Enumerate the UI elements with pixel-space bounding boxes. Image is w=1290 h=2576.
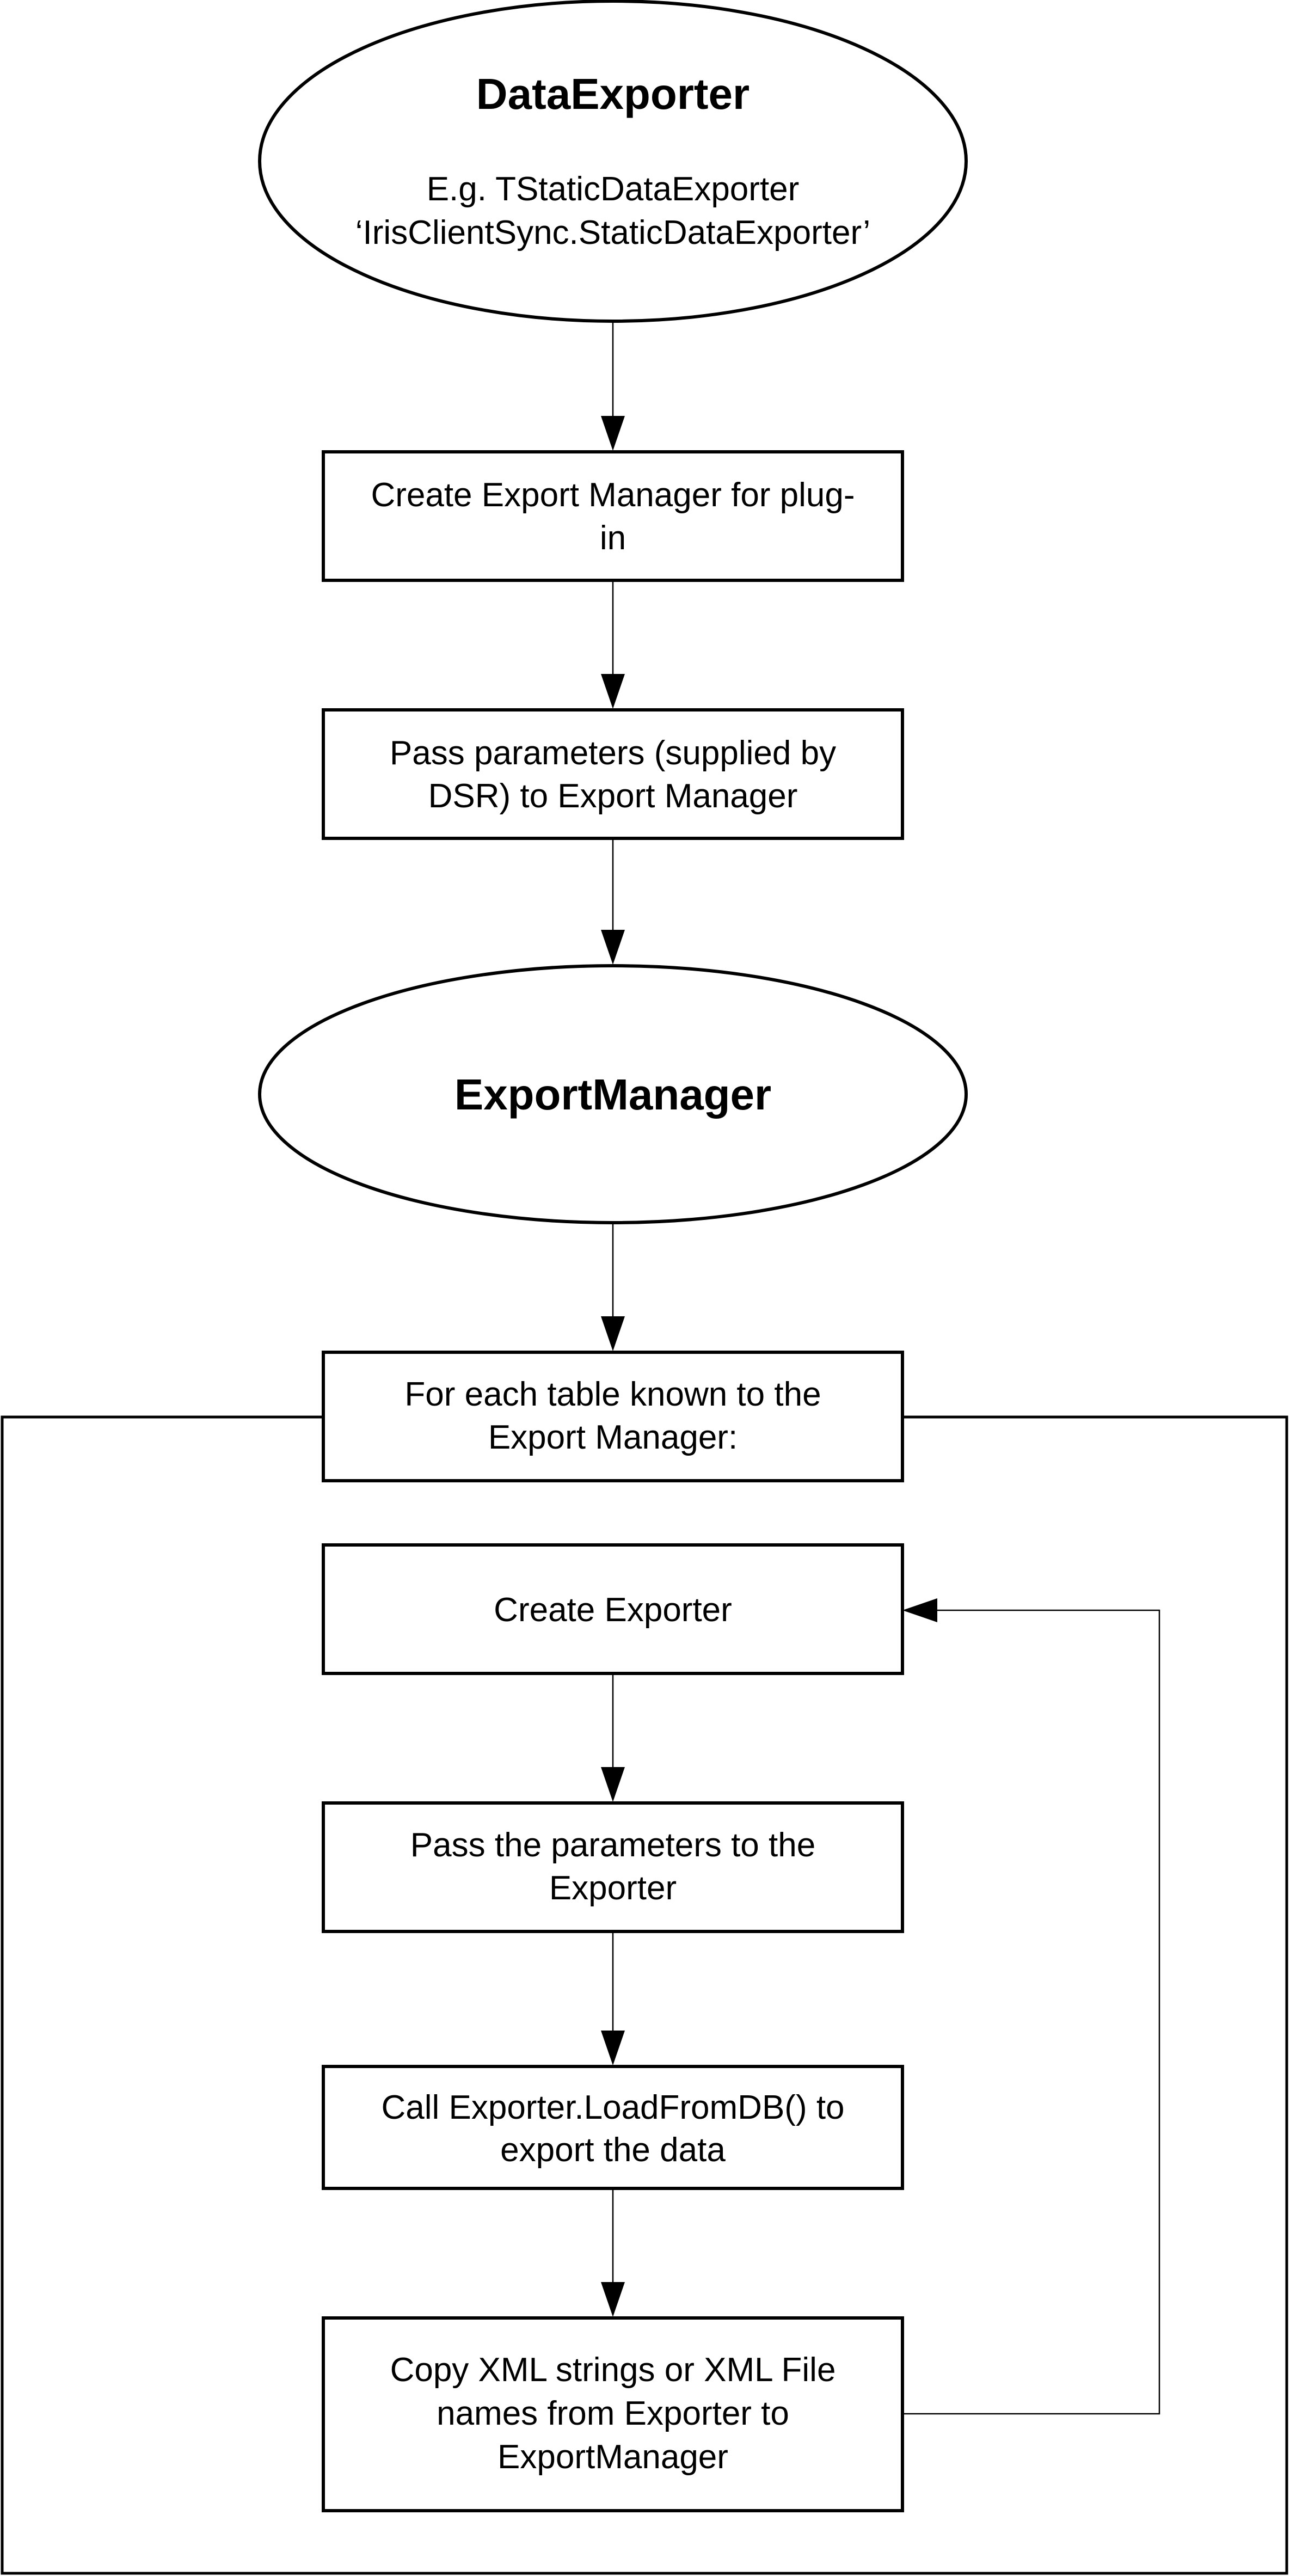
- ellipse-shape: [258, 964, 968, 1224]
- node-text-line: Create Export Manager for plug-: [371, 476, 855, 514]
- node-data-exporter: DataExporter E.g. TStaticDataExporter ‘I…: [258, 0, 968, 323]
- edge-copy-xml-loop-back-to-create-exporter: [902, 1598, 1160, 2415]
- process-box: [322, 1351, 904, 1482]
- node-text-line: in: [600, 519, 626, 557]
- node-create-export-manager: Create Export Manager for plug- in: [322, 450, 904, 582]
- node-text-line: DSR) to Export Manager: [428, 777, 798, 815]
- node-text-line: ExportManager: [497, 2438, 728, 2476]
- node-text-line: Exporter: [549, 1869, 677, 1907]
- edge-call-load-to-copy-xml: [601, 2188, 625, 2317]
- process-box: [322, 2316, 904, 2512]
- node-call-load-from-db: Call Exporter.LoadFromDB() to export the…: [322, 2065, 904, 2190]
- ellipse-shape: [258, 0, 968, 323]
- node-copy-xml: Copy XML strings or XML File names from …: [322, 2316, 904, 2512]
- arrowhead: [902, 1598, 937, 1622]
- node-text-line: Pass the parameters to the: [410, 1826, 815, 1864]
- arrowhead: [601, 930, 625, 965]
- process-box: [322, 708, 904, 840]
- node-text-line: Pass parameters (supplied by: [390, 734, 836, 772]
- edge-pass-parameters-to-export-manager: [601, 838, 625, 965]
- process-box: [322, 1543, 904, 1675]
- node-for-each-table: For each table known to the Export Manag…: [322, 1351, 904, 1482]
- node-text-line: Export Manager:: [488, 1419, 738, 1456]
- process-box: [322, 1801, 904, 1933]
- node-text-line: ‘IrisClientSync.StaticDataExporter’: [355, 214, 870, 252]
- node-text-line: Call Exporter.LoadFromDB() to: [381, 2089, 844, 2126]
- node-pass-parameters-exporter: Pass the parameters to the Exporter: [322, 1801, 904, 1933]
- node-text-line: Create Exporter: [494, 1591, 732, 1629]
- node-text-line: For each table known to the: [404, 1376, 821, 1413]
- arrowhead: [601, 1767, 625, 1802]
- edge-data-exporter-to-create-export-manager: [601, 322, 625, 451]
- node-pass-parameters: Pass parameters (supplied by DSR) to Exp…: [322, 708, 904, 840]
- process-box: [322, 2065, 904, 2190]
- node-export-manager: ExportManager: [258, 964, 968, 1224]
- process-box: [322, 450, 904, 582]
- arrowhead: [601, 416, 625, 451]
- node-text-line: Copy XML strings or XML File: [390, 2351, 836, 2389]
- edge-create-exporter-to-pass-parameters-exporter: [601, 1673, 625, 1802]
- edge-pass-parameters-exporter-to-call-load: [601, 1931, 625, 2065]
- node-create-exporter: Create Exporter: [322, 1543, 904, 1675]
- node-title: ExportManager: [454, 1070, 771, 1119]
- node-text-line: E.g. TStaticDataExporter: [427, 170, 800, 208]
- node-text-line: names from Exporter to: [437, 2395, 789, 2432]
- arrowhead: [601, 2282, 625, 2317]
- arrowhead: [601, 2031, 625, 2065]
- edge-export-manager-to-for-each-table: [601, 1223, 625, 1351]
- node-text-line: export the data: [500, 2131, 726, 2169]
- node-title: DataExporter: [476, 70, 750, 118]
- arrowhead: [601, 1316, 625, 1351]
- arrowhead: [601, 674, 625, 709]
- edge-create-export-manager-to-pass-parameters: [601, 580, 625, 709]
